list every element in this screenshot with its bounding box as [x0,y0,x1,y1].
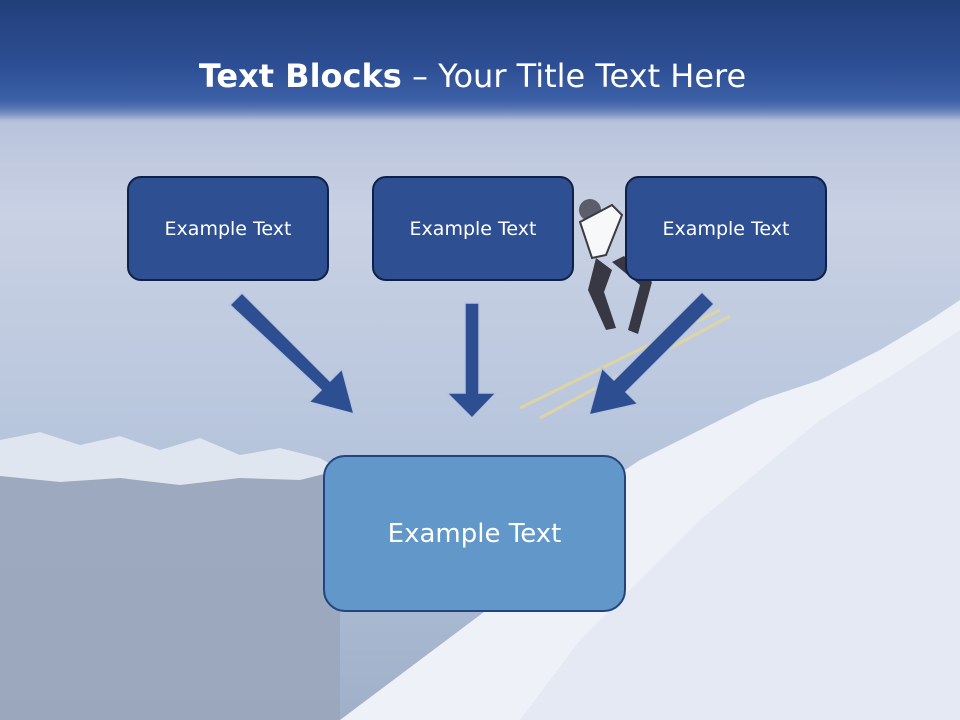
title-bar [0,0,960,120]
arrow-right [587,290,716,417]
text-block-2[interactable]: Example Text [372,176,574,281]
text-block-1[interactable]: Example Text [127,176,329,281]
arrow-left [228,291,356,416]
arrow-middle [445,302,498,420]
title-bold: Text Blocks [198,57,402,95]
text-block-main[interactable]: Example Text [323,455,626,612]
text-block-3-label: Example Text [662,217,790,240]
text-block-main-label: Example Text [387,518,562,549]
slide-title[interactable]: Text Blocks – Your Title Text Here [0,54,945,98]
text-block-1-label: Example Text [164,217,292,240]
title-rest: Your Title Text Here [438,57,747,95]
text-block-2-label: Example Text [409,217,537,240]
text-block-3[interactable]: Example Text [625,176,827,281]
title-dash: – [401,57,439,95]
